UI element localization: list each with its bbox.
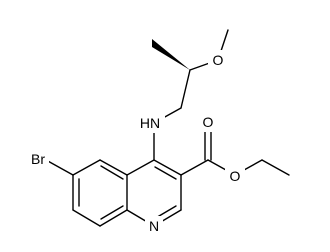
bonds [45,29,290,227]
ether-oxygen-label: O [213,52,224,68]
bromine-label: Br [31,151,45,167]
bond [45,159,74,176]
ester-oxygen-label: O [230,168,241,184]
bond [100,205,124,220]
stereo-wedge-bond [152,39,190,70]
bond [261,159,290,176]
bond [153,159,182,176]
bond [180,69,191,109]
carbonyl-oxygen-label: O [203,114,214,130]
bond [154,166,177,180]
bond [72,209,101,227]
bond [99,209,128,227]
bond [100,165,124,180]
bond [72,159,101,176]
bond [126,159,155,176]
ring-nitrogen-label: N [149,218,159,234]
bond [180,159,209,176]
bond [99,159,128,176]
amine-nh-label: HN [140,115,160,131]
atom-labels: Br N HN O O O [27,50,245,236]
